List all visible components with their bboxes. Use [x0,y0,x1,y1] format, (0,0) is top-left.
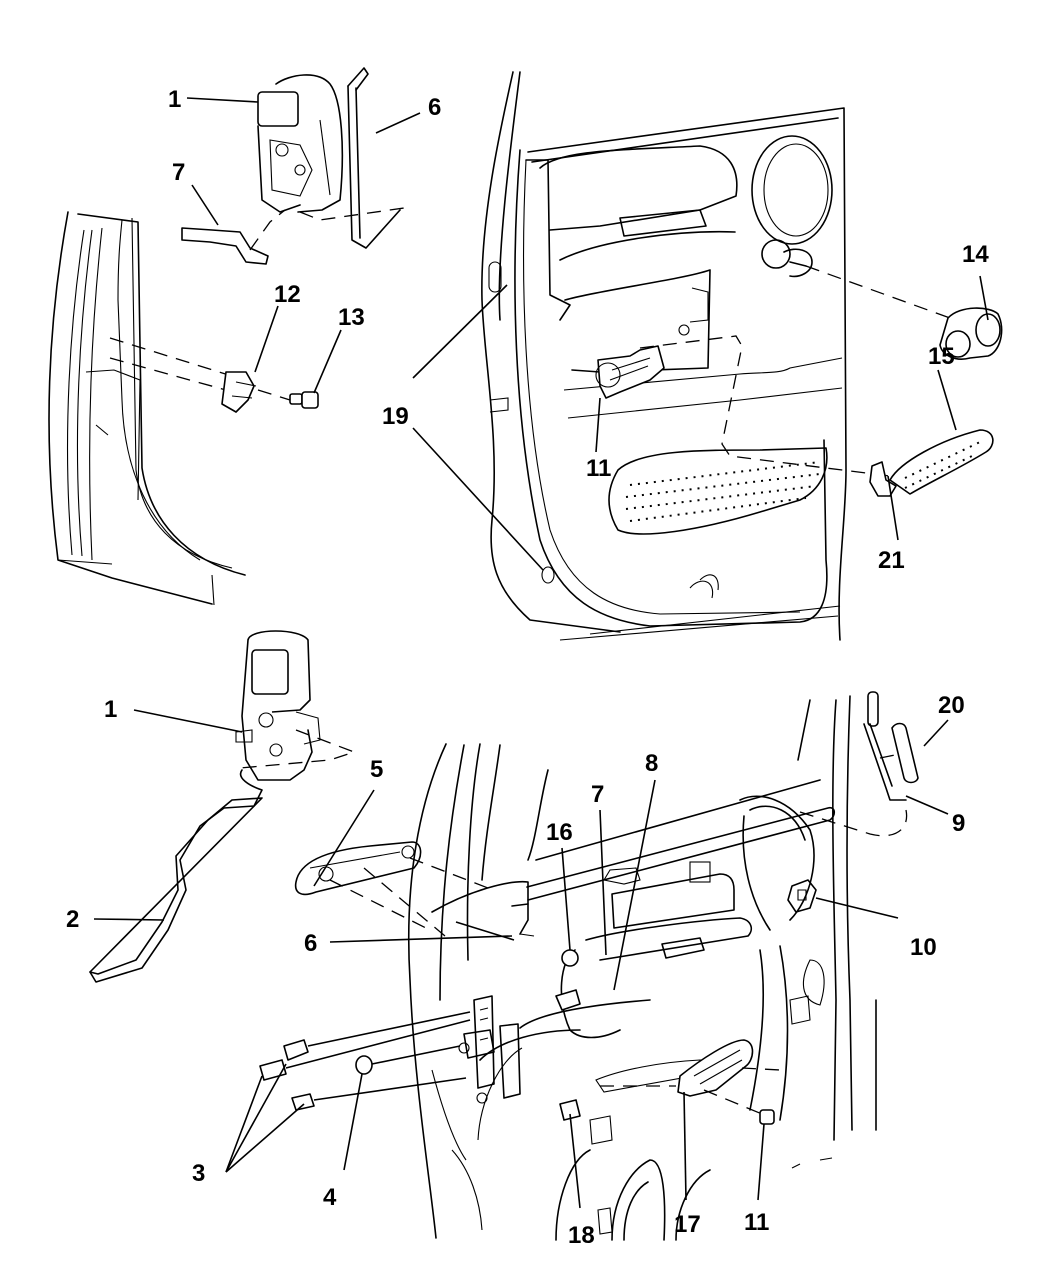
callout-6-lower: 6 [304,930,317,957]
latch-rod-2 [89,769,263,983]
callout-6-upper: 6 [428,94,441,121]
callout-2: 2 [66,906,79,933]
callout-10: 10 [910,934,937,961]
inside-handle-bracket-11 [595,335,891,477]
callout-16: 16 [546,819,573,846]
callout-17: 17 [674,1211,701,1238]
callout-3: 3 [192,1160,205,1187]
callout-9: 9 [952,810,965,837]
callout-13: 13 [338,304,365,331]
callout-21: 21 [878,547,905,574]
callout-11-upper: 11 [586,455,611,482]
window-regulator-bracket [787,879,899,919]
callout-1-upper: 1 [168,86,181,113]
door-inner-structure [407,695,877,1241]
latch-rod-6-upper [299,67,405,249]
callout-18: 18 [568,1222,595,1249]
callout-labels: 1 6 7 12 13 19 11 14 15 21 1 2 5 6 3 4 1… [66,86,989,1249]
inside-handle-17 [600,1039,781,1125]
door-latch-upper [257,74,344,213]
armrest-switch-bezel-15 [869,429,994,497]
bezel-14-and-screw [789,261,1003,360]
callout-14: 14 [962,241,989,268]
b-pillar-panel [48,211,246,606]
door-latch-lower [235,630,356,781]
speaker-grille-dots [625,461,821,522]
latch-rod-7-upper [181,209,286,265]
callout-7-lower: 7 [591,781,604,808]
door-trim-panel [481,71,847,641]
callout-20: 20 [938,692,965,719]
rod-and-bracket-6-lower [431,880,535,937]
callout-4: 4 [323,1184,337,1211]
callout-8: 8 [645,750,658,777]
hinge-bolts-3 [259,1011,471,1111]
callout-12: 12 [274,281,301,308]
leader-lines [93,97,989,1209]
striker-and-bolt [109,337,319,413]
hinge-assembly [458,995,521,1104]
outside-handle-5 [294,841,489,937]
callout-15: 15 [928,343,955,370]
callout-11-lower: 11 [744,1209,769,1236]
link-and-clips [455,921,581,1121]
plug-4 [355,1045,461,1075]
callout-19: 19 [382,403,409,430]
callout-7-upper: 7 [172,159,185,186]
callout-1-lower: 1 [104,696,117,723]
rod-9-and-sleeve-20 [799,691,919,837]
callout-5: 5 [370,756,383,783]
